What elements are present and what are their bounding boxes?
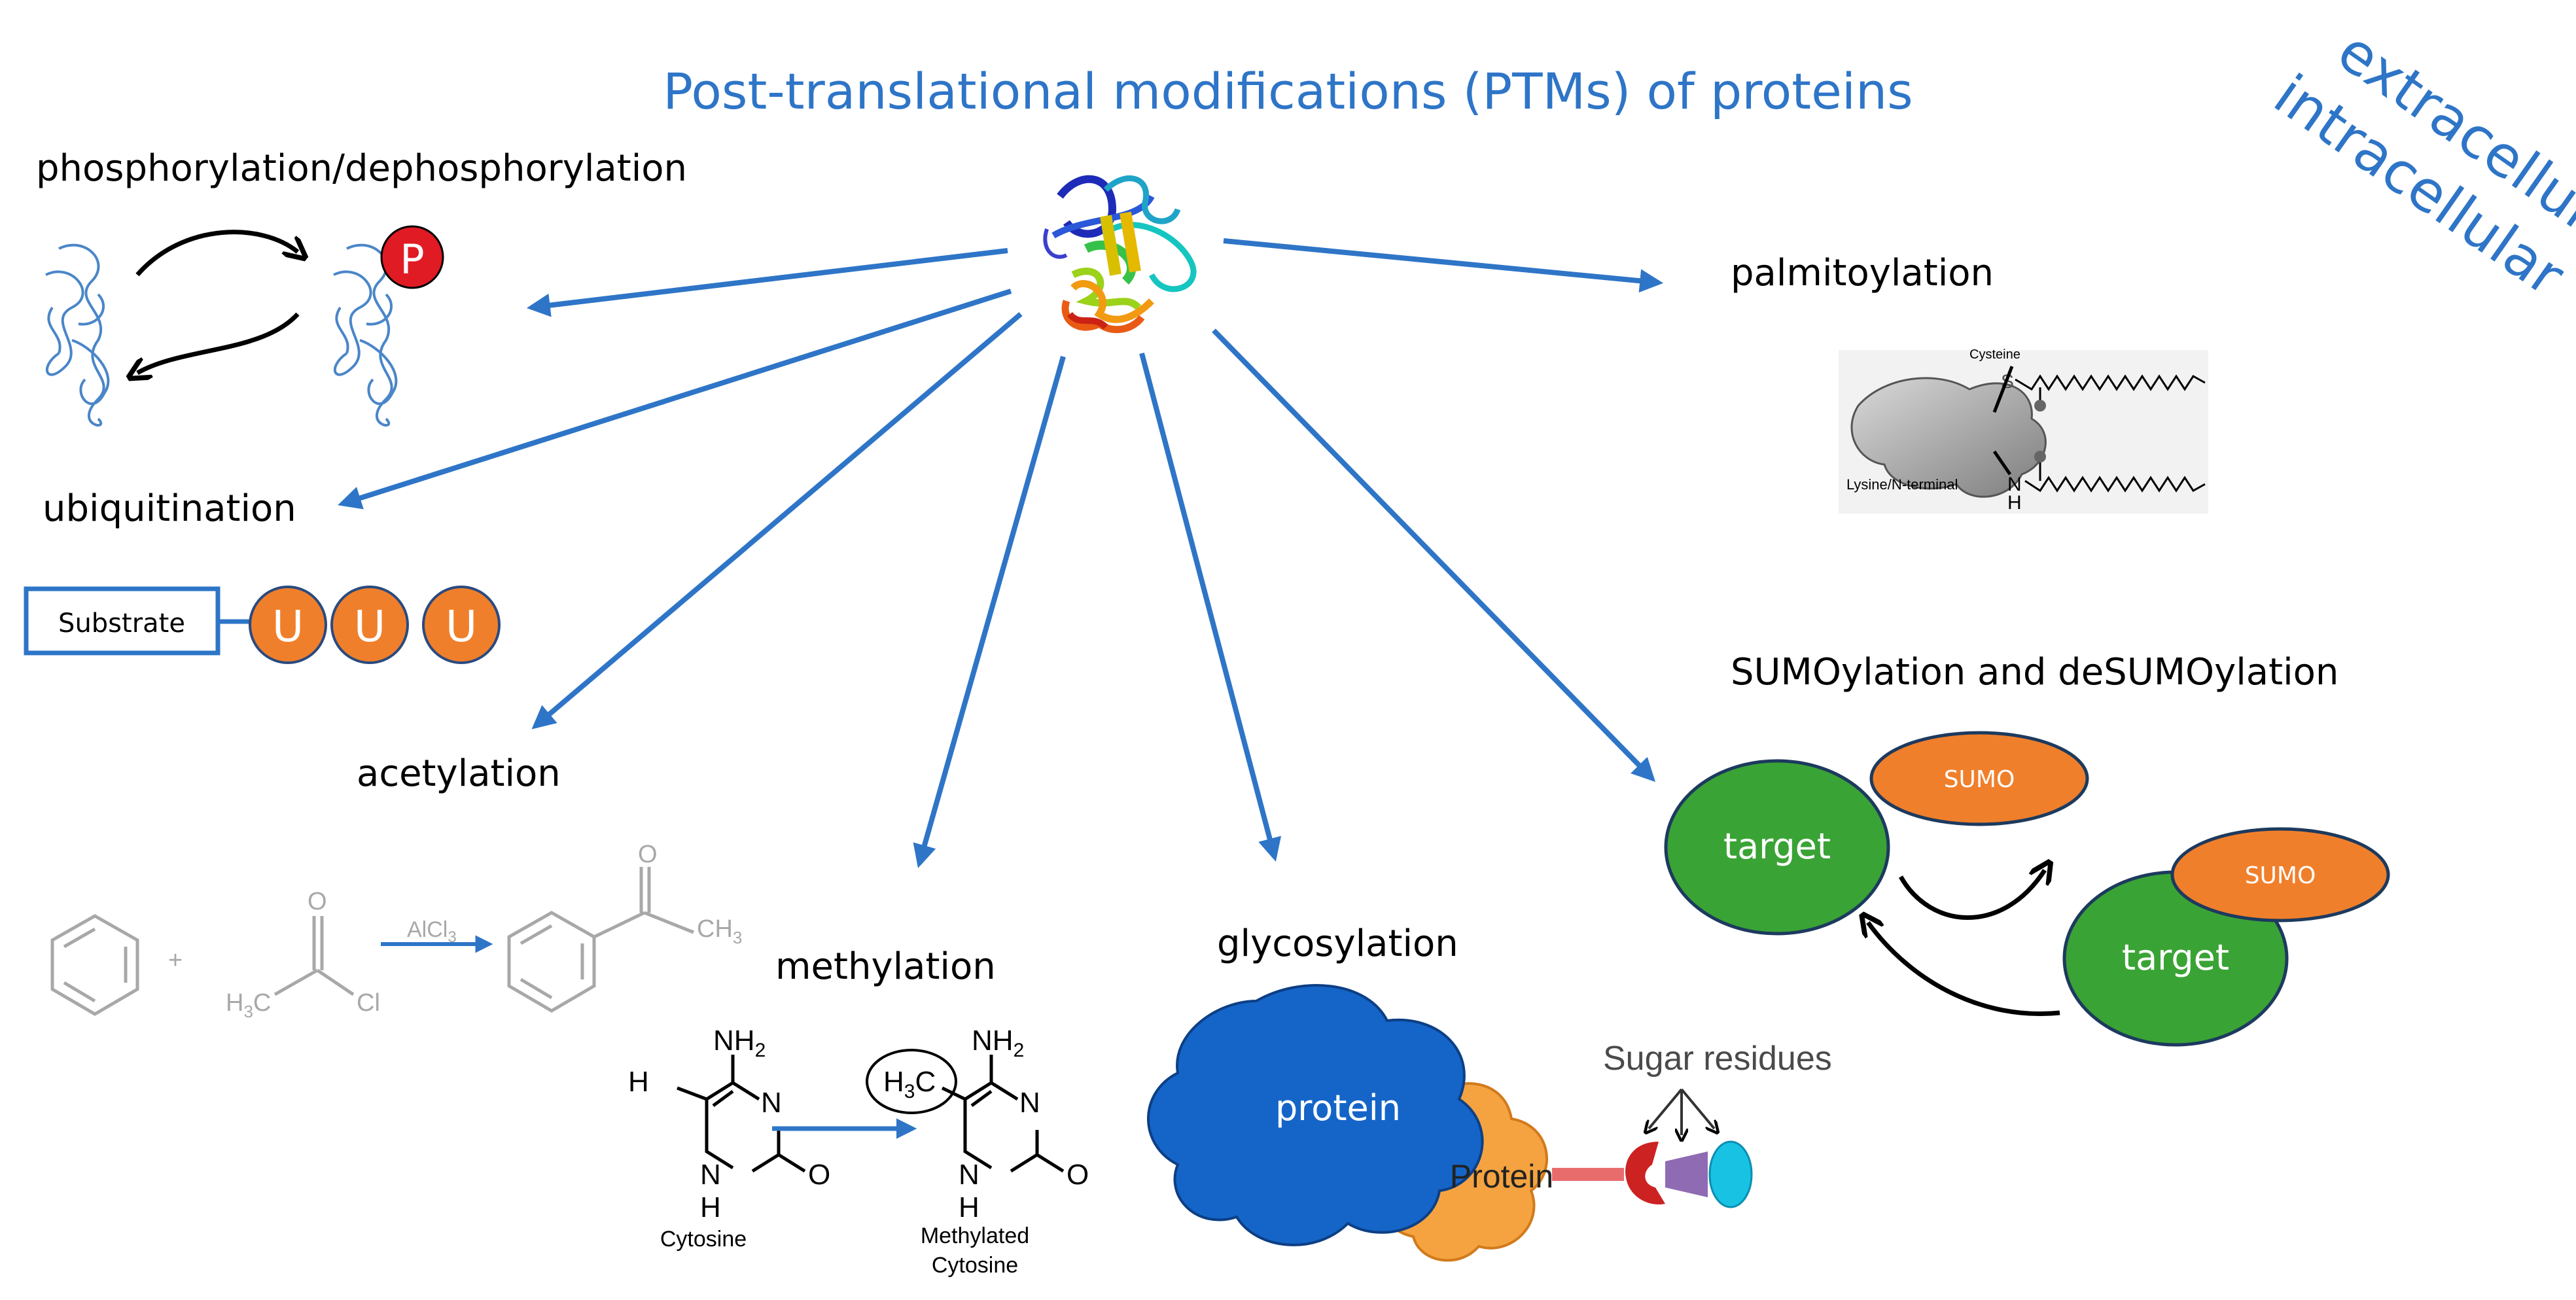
sumoylation-label: SUMOylation and deSUMOylation xyxy=(1731,651,2339,694)
svg-text:H3C: H3C xyxy=(883,1066,936,1102)
ubiquitination-label: ubiquitination xyxy=(43,487,296,530)
cysteine-label: Cysteine xyxy=(1969,347,2020,362)
sugar-residues-label: Sugar residues xyxy=(1603,1040,1832,1078)
ubiquitin-label: U xyxy=(446,601,477,652)
sugar-residue-cyan xyxy=(1708,1140,1753,1208)
palmitate-chain-2 xyxy=(2024,476,2206,493)
protein-large-label: protein xyxy=(1275,1087,1401,1129)
target-label: target xyxy=(1723,826,1831,867)
phosphorylation-panel: P xyxy=(45,225,444,427)
arrow-to-acetylation xyxy=(531,311,1023,729)
protein-small-label: Protein xyxy=(1450,1158,1553,1195)
methyl-subscript: 3 xyxy=(904,1081,915,1102)
methylated-cytosine-structure xyxy=(941,1055,1065,1173)
ubiquitin-1 xyxy=(249,586,327,664)
phosphate-label: P xyxy=(400,236,424,283)
catalyst-subscript: 3 xyxy=(448,928,456,946)
sugar-residue-red xyxy=(1625,1142,1665,1204)
methylated-cytosine-name: Cytosine xyxy=(932,1253,1018,1278)
chlorine-atom: Cl xyxy=(357,989,380,1017)
amine-label: NH xyxy=(972,1025,1014,1057)
nitrogen-atom: N xyxy=(761,1087,782,1119)
lysine-label: Lysine/N-terminal xyxy=(1846,476,1958,493)
svg-text:NH2: NH2 xyxy=(972,1025,1024,1061)
ubiquitin-3 xyxy=(422,586,501,664)
svg-text:AlCl3: AlCl3 xyxy=(407,917,457,946)
sumo-2 xyxy=(2170,827,2390,922)
amine-subscript: 2 xyxy=(1014,1040,1025,1061)
svg-text:H3C: H3C xyxy=(226,989,271,1021)
oxygen-atom: O xyxy=(808,1159,830,1191)
palmitoylation-label: palmitoylation xyxy=(1731,252,1994,294)
page-title: Post-translational modifications (PTMs) … xyxy=(663,62,1913,120)
cytosine-structure xyxy=(677,1055,806,1173)
methylation-label: methylation xyxy=(775,945,996,988)
oxygen-atom: O xyxy=(1067,1159,1089,1191)
sumo-label: SUMO xyxy=(2245,862,2316,889)
acetylation-label: acetylation xyxy=(357,752,561,795)
nitrogen-atom: N xyxy=(959,1159,979,1191)
methyl-subscript: 3 xyxy=(243,1002,253,1021)
phosphate-icon xyxy=(380,225,444,289)
protein-structure-icon xyxy=(1043,175,1197,334)
methylation-panel: NH2 N N H O H Cytosine H3C NH2 N N H O M… xyxy=(628,1025,1089,1278)
desumoylation-arrow xyxy=(1868,922,2060,1016)
methyl-label: CH xyxy=(697,915,733,943)
hydrogen-atom: H xyxy=(700,1191,721,1223)
arrow-to-sumoylation xyxy=(1212,328,1656,782)
methyl-c: C xyxy=(915,1066,936,1098)
amine-label: NH xyxy=(713,1025,755,1057)
palmitoylation-panel: Cysteine S N H Lysine/N-terminal xyxy=(1839,347,2208,514)
nitrogen-atom: N xyxy=(700,1159,721,1191)
sumoylation-panel: target SUMO target SUMO xyxy=(1664,731,2390,1047)
arrow-to-phosphorylation xyxy=(526,248,1008,317)
ubiquitination-panel: Substrate U U U xyxy=(24,586,501,664)
sumoylation-arrow xyxy=(1898,870,2045,920)
protein-backbone-icon xyxy=(45,243,110,427)
phosphorylation-label: phosphorylation/dephosphorylation xyxy=(36,147,688,190)
sugar-residue-purple xyxy=(1665,1151,1708,1197)
methyl-h: H xyxy=(883,1066,904,1098)
plus-sign: + xyxy=(168,947,183,974)
protein-large-cloud xyxy=(1147,984,1484,1246)
arrow-to-palmitoylation xyxy=(1223,238,1664,293)
hydrogen-atom: H xyxy=(2007,492,2022,514)
cytosine-name: Cytosine xyxy=(660,1227,747,1252)
methylated-cytosine-name: Methylated xyxy=(921,1223,1029,1248)
target-label: target xyxy=(2122,937,2229,978)
amine-subscript: 2 xyxy=(755,1040,766,1061)
arrow-to-methylation xyxy=(913,355,1066,868)
svg-text:CH3: CH3 xyxy=(697,915,742,947)
methyl-circle xyxy=(866,1049,957,1114)
ubiquitin-2 xyxy=(330,586,409,664)
oxygen-atom: O xyxy=(638,841,658,868)
linker-bar xyxy=(1552,1168,1624,1181)
target-protein-1 xyxy=(1664,759,1890,936)
methyl-subscript: 3 xyxy=(733,928,742,947)
nitrogen-atom: N xyxy=(2007,474,2022,495)
hydrogen-atom: H xyxy=(959,1191,979,1223)
acetophenone xyxy=(507,867,694,1013)
ubiquitin-label: U xyxy=(272,601,304,652)
substrate-label: Substrate xyxy=(58,608,185,639)
nitrogen-atom: N xyxy=(1019,1087,1040,1119)
methyl-h: H xyxy=(226,989,243,1017)
acetylation-panel: + O Cl H3C AlCl3 O CH3 xyxy=(50,841,742,1021)
arrow-to-ubiquitination xyxy=(338,289,1012,510)
glycosylation-panel: protein Protein Sugar residues xyxy=(1147,984,1832,1262)
palmitate-chain-1 xyxy=(2015,374,2206,391)
glycosylation-label: glycosylation xyxy=(1217,922,1458,965)
svg-text:NH2: NH2 xyxy=(713,1025,766,1061)
acetyl-chloride xyxy=(273,916,355,996)
oxygen-atom: O xyxy=(308,888,327,915)
sumo-1 xyxy=(1869,731,2089,826)
methyl-c: C xyxy=(253,989,271,1017)
catalyst-label: AlCl xyxy=(407,917,448,942)
hydrogen-atom: H xyxy=(628,1066,649,1098)
ubiquitin-label: U xyxy=(354,601,385,652)
benzene-ring xyxy=(50,914,139,1016)
arrow-to-glycosylation xyxy=(1139,352,1282,862)
sumo-label: SUMO xyxy=(1944,766,2015,793)
